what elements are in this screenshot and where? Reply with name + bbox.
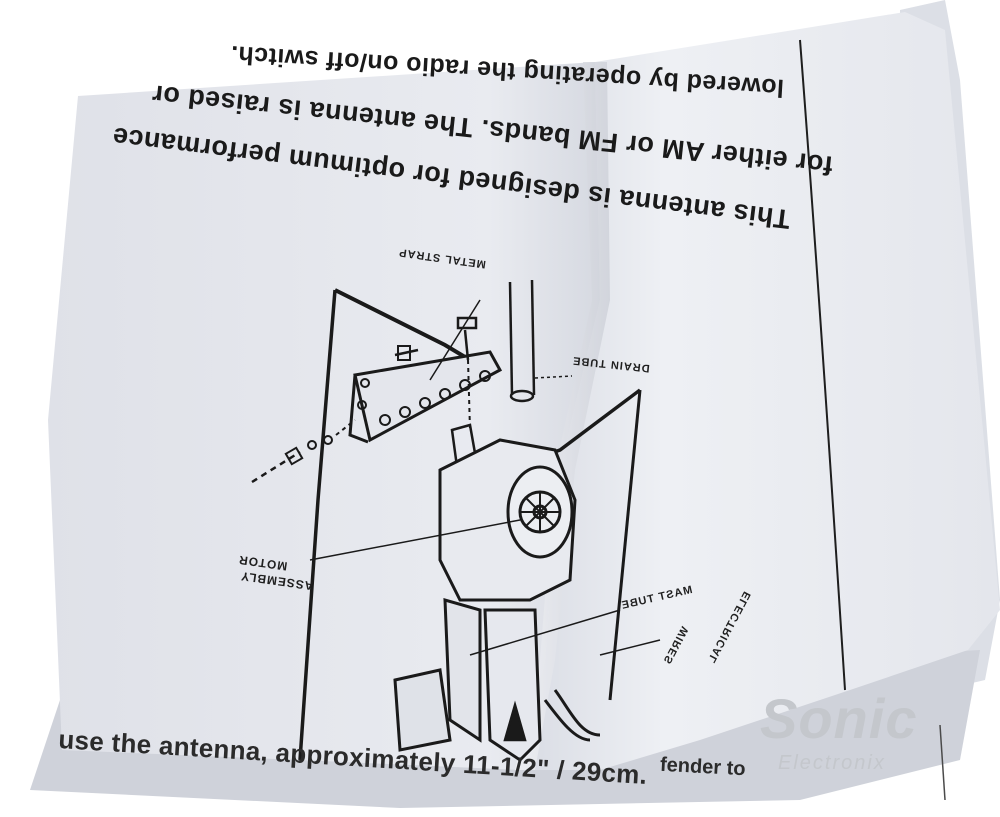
watermark-brand: Sonic (760, 687, 918, 750)
brand-watermark: Sonic Electronix (700, 686, 950, 786)
page-border-line-lower (939, 724, 946, 801)
antenna-diagram (251, 279, 661, 762)
page-border-line (799, 39, 846, 691)
paper-right-page (520, 12, 1000, 770)
center-fold-crease (515, 62, 610, 770)
watermark-sub: Electronix (778, 752, 886, 774)
